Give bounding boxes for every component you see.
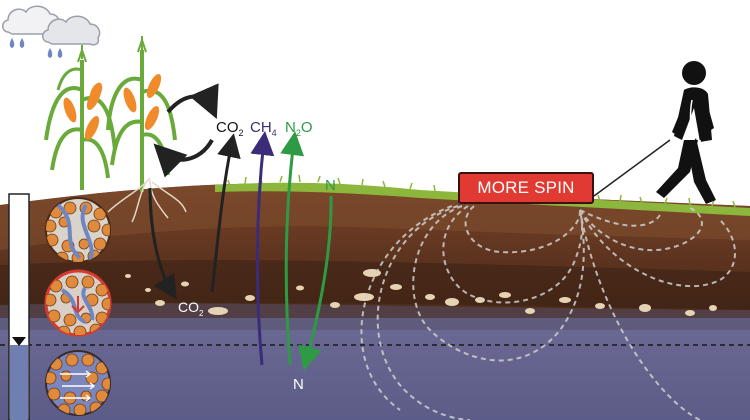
n2o-label: N2O [285,119,313,138]
device-label: MORE SPIN [477,178,575,197]
water-table-marker-icon [12,337,26,346]
grass-blades [227,174,736,208]
maize-plant-icon [44,45,117,190]
n2o-emission-arrow [280,131,305,366]
ch4-label: CH4 [250,119,277,138]
soil-co2-rise-arrow [210,133,241,293]
tow-rope [593,139,671,197]
ch4-emission-arrow [250,131,275,366]
root-co2-arrow [148,187,177,300]
n-bottom-label: N [293,376,304,393]
walking-person-icon [656,61,716,204]
more-spin-device: MORE SPIN [458,172,594,204]
co2-soil-label: CO2 [178,299,204,318]
co2-top-label: CO2 [216,119,244,138]
soil-aggregate-icon [45,197,111,263]
water-gauge-fill [10,345,28,420]
co2-uptake-arrow [166,83,219,119]
co2-release-arrow [153,138,214,178]
saturation-fringe [0,303,750,330]
soil-aggregate-icon [45,350,111,416]
n-leaching-arrow [298,195,333,371]
cloud-icon [42,15,101,46]
n-top-label: N [325,177,336,194]
groundwater-zone [0,318,750,420]
em-field-lines [360,205,736,420]
rain-drop-icon [9,38,63,58]
